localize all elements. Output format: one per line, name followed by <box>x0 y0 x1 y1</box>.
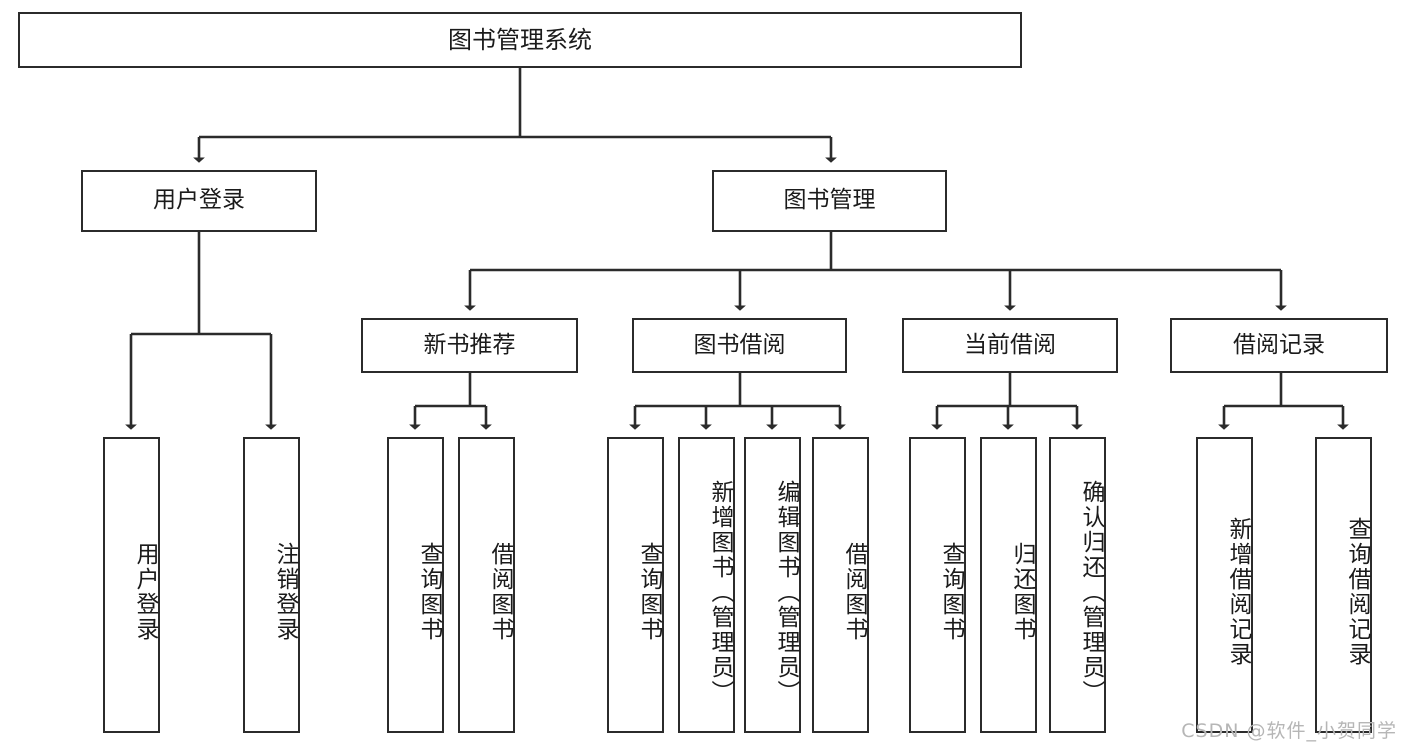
node-label: 注销登录 <box>272 542 298 642</box>
node-label: 新增借阅记录 <box>1225 517 1251 667</box>
node-label: 查询图书 <box>416 542 442 642</box>
node-new-book-recommend[interactable]: 新书推荐 <box>361 318 578 373</box>
leaf-current-confirm-return-admin[interactable]: 确认归还（管理员） <box>1049 437 1106 733</box>
node-label: 用户登录 <box>153 187 245 214</box>
leaf-recommend-query-book[interactable]: 查询图书 <box>387 437 444 733</box>
node-label: 确认归还（管理员） <box>1078 479 1104 705</box>
node-label: 借阅记录 <box>1233 331 1325 358</box>
node-label: 编辑图书（管理员） <box>773 479 799 705</box>
node-label: 查询借阅记录 <box>1344 517 1370 667</box>
node-book-management[interactable]: 图书管理 <box>712 170 947 232</box>
leaf-current-query-book[interactable]: 查询图书 <box>909 437 966 733</box>
leaf-record-query-record[interactable]: 查询借阅记录 <box>1315 437 1372 733</box>
node-label: 归还图书 <box>1009 542 1035 642</box>
node-label: 图书管理 <box>783 187 876 214</box>
node-borrow-record[interactable]: 借阅记录 <box>1170 318 1388 373</box>
node-label: 新书推荐 <box>423 331 516 358</box>
node-label: 用户登录 <box>132 542 158 642</box>
node-label: 借阅图书 <box>841 542 867 642</box>
node-label: 新增图书（管理员） <box>707 479 733 705</box>
leaf-user-logout[interactable]: 注销登录 <box>243 437 300 733</box>
leaf-borrow-add-book-admin[interactable]: 新增图书（管理员） <box>678 437 735 733</box>
node-label: 借阅图书 <box>487 542 513 642</box>
leaf-borrow-borrow-book[interactable]: 借阅图书 <box>812 437 869 733</box>
node-label: 查询图书 <box>636 542 662 642</box>
node-book-borrow[interactable]: 图书借阅 <box>632 318 847 373</box>
leaf-record-add-record[interactable]: 新增借阅记录 <box>1196 437 1253 733</box>
node-label: 图书借阅 <box>693 331 786 358</box>
node-label: 图书管理系统 <box>448 25 592 54</box>
node-current-borrow[interactable]: 当前借阅 <box>902 318 1118 373</box>
node-user-login[interactable]: 用户登录 <box>81 170 317 232</box>
leaf-recommend-borrow-book[interactable]: 借阅图书 <box>458 437 515 733</box>
node-label: 查询图书 <box>938 542 964 642</box>
leaf-borrow-query-book[interactable]: 查询图书 <box>607 437 664 733</box>
node-label: 当前借阅 <box>964 331 1056 358</box>
leaf-current-return-book[interactable]: 归还图书 <box>980 437 1037 733</box>
leaf-borrow-edit-book-admin[interactable]: 编辑图书（管理员） <box>744 437 801 733</box>
leaf-user-login[interactable]: 用户登录 <box>103 437 160 733</box>
node-root-system[interactable]: 图书管理系统 <box>18 12 1022 68</box>
